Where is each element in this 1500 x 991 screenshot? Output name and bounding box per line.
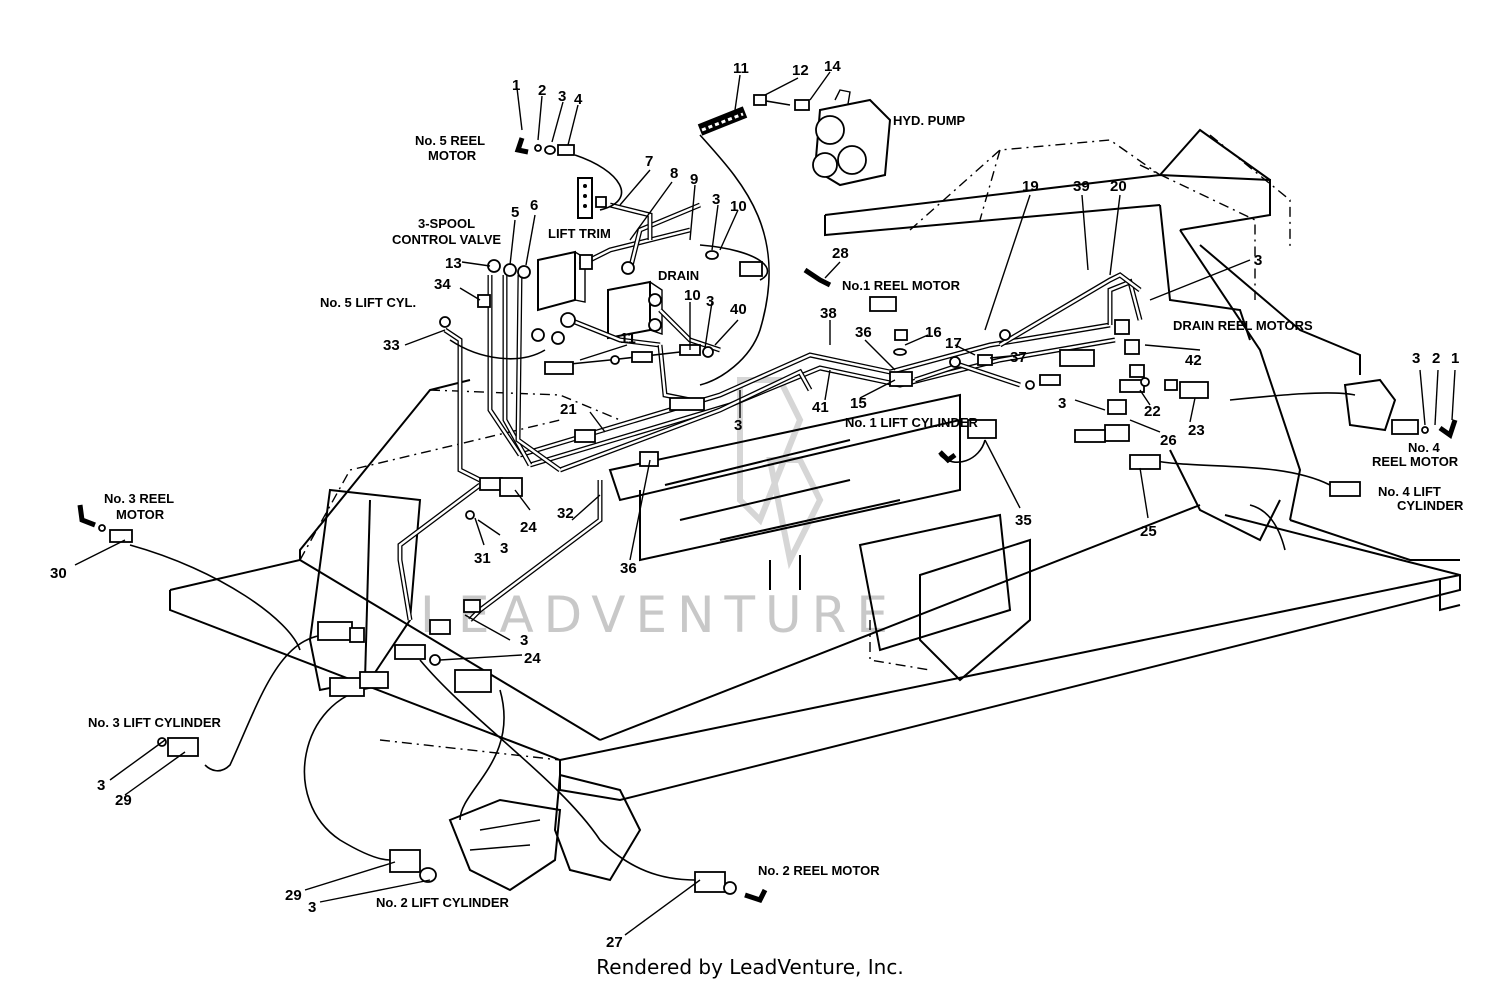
- callout: 9: [690, 171, 698, 188]
- callout: 39: [1073, 178, 1090, 195]
- watermark: LEADVENTURE: [420, 586, 898, 644]
- callout: 11: [620, 330, 636, 347]
- label-no1-reel-motor: No.1 REEL MOTOR: [842, 278, 961, 293]
- callout: 31: [474, 550, 491, 567]
- callout: 3: [734, 417, 742, 434]
- footer-credit: Rendered by LeadVenture, Inc.: [596, 955, 904, 979]
- callout: 35: [1015, 512, 1032, 529]
- callout: 27: [606, 934, 623, 951]
- callout: 6: [530, 197, 538, 214]
- label-no3-reel-motor-1: No. 3 REEL: [104, 491, 174, 506]
- callout: 2: [538, 82, 546, 99]
- callout: 24: [520, 519, 537, 536]
- callout: 11: [733, 60, 749, 77]
- callout: 26: [1160, 432, 1177, 449]
- callout: 41: [812, 399, 829, 416]
- label-no4-reel-motor-1: No. 4: [1408, 440, 1441, 455]
- callout: 29: [115, 792, 132, 809]
- callout: 14: [824, 58, 841, 75]
- callout: 22: [1144, 403, 1161, 420]
- callout: 37: [1010, 349, 1027, 366]
- callout: 3: [1058, 395, 1066, 412]
- callout: 20: [1110, 178, 1127, 195]
- label-spool-valve-2: CONTROL VALVE: [392, 232, 501, 247]
- label-no2-reel-motor: No. 2 REEL MOTOR: [758, 863, 880, 878]
- label-no4-lift-cyl-2: CYLINDER: [1397, 498, 1464, 513]
- callout: 3: [1412, 350, 1420, 367]
- callout: 19: [1022, 178, 1039, 195]
- label-drain: DRAIN: [658, 268, 699, 283]
- pump-hose: [697, 99, 810, 386]
- callout: 15: [850, 395, 867, 412]
- callout: 2: [1432, 350, 1440, 367]
- label-drain-reel-motors: DRAIN REEL MOTORS: [1173, 318, 1313, 333]
- callout: 7: [645, 153, 653, 170]
- callout: 5: [511, 204, 519, 221]
- label-no3-reel-motor-2: MOTOR: [116, 507, 165, 522]
- callout: 25: [1140, 523, 1157, 540]
- label-no1-lift-cylinder: No. 1 LIFT CYLINDER: [845, 415, 979, 430]
- callout-numbers: 1 2 3 4 11 12 14 7 8 9 3 10 5 6 13 34 33…: [50, 58, 1459, 951]
- label-no4-reel-motor-2: REEL MOTOR: [1372, 454, 1459, 469]
- label-no3-lift-cylinder: No. 3 LIFT CYLINDER: [88, 715, 222, 730]
- callout: 3: [97, 777, 105, 794]
- callout: 34: [434, 276, 451, 293]
- callout: 40: [730, 301, 747, 318]
- callout: 10: [730, 198, 747, 215]
- label-no2-lift-cylinder: No. 2 LIFT CYLINDER: [376, 895, 510, 910]
- callout: 3: [308, 899, 316, 916]
- callout: 3: [520, 632, 528, 649]
- callout: 24: [524, 650, 541, 667]
- callout: 1: [1451, 350, 1459, 367]
- callout: 23: [1188, 422, 1205, 439]
- callout: 3: [1254, 252, 1262, 269]
- callout: 3: [500, 540, 508, 557]
- callout: 42: [1185, 352, 1202, 369]
- callout: 28: [832, 245, 849, 262]
- reel-mount-front: [448, 773, 642, 892]
- chassis-frame: [169, 128, 1461, 802]
- leader-lines: [74, 71, 1456, 936]
- callout: 3: [558, 88, 566, 105]
- callout: 29: [285, 887, 302, 904]
- callout: 1: [512, 77, 520, 94]
- callout: 38: [820, 305, 837, 322]
- callout: 33: [383, 337, 400, 354]
- callout: 36: [855, 324, 872, 341]
- callout: 36: [620, 560, 637, 577]
- label-lift-trim: LIFT TRIM: [548, 226, 611, 241]
- callout: 30: [50, 565, 67, 582]
- callout: 17: [945, 335, 962, 352]
- callout: 16: [925, 324, 942, 341]
- label-spool-valve-1: 3-SPOOL: [418, 216, 475, 231]
- callout: 3: [706, 293, 714, 310]
- callout: 3: [712, 191, 720, 208]
- label-no5-lift-cyl: No. 5 LIFT CYL.: [320, 295, 416, 310]
- component-labels: No. 5 REEL MOTOR 3-SPOOL CONTROL VALVE N…: [88, 113, 1464, 910]
- hydraulic-pump: [812, 89, 892, 187]
- tube-bundle: [397, 202, 1143, 622]
- lift-trim-block: [537, 250, 586, 312]
- callout: 10: [684, 287, 701, 304]
- callout: 4: [574, 91, 583, 108]
- callout: 8: [670, 165, 678, 182]
- label-no5-reel-motor-1: No. 5 REEL: [415, 133, 485, 148]
- label-no5-reel-motor-2: MOTOR: [428, 148, 477, 163]
- callout: 12: [792, 62, 809, 79]
- label-hyd-pump: HYD. PUMP: [893, 113, 966, 128]
- label-no4-lift-cyl-1: No. 4 LIFT: [1378, 484, 1441, 499]
- callout: 32: [557, 505, 574, 522]
- callout: 13: [445, 255, 462, 272]
- callout: 21: [560, 401, 577, 418]
- valve-panel: [577, 177, 593, 219]
